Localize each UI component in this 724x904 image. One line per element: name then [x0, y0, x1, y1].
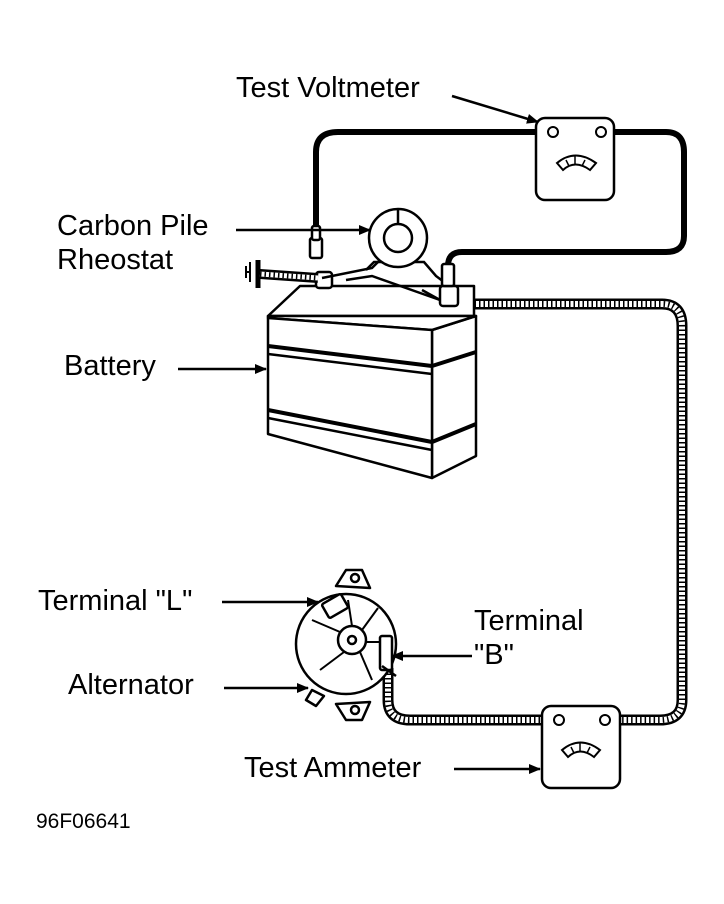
alternator-label: Alternator [68, 669, 194, 701]
ground-cable [245, 260, 319, 288]
test-ammeter-label: Test Ammeter [244, 752, 422, 784]
battery-icon [266, 270, 478, 480]
voltmeter-icon [534, 116, 616, 202]
voltmeter-lead-right [445, 129, 687, 281]
carbon-pile-rheostat-icon [308, 207, 456, 302]
battery-label: Battery [64, 350, 156, 382]
test-voltmeter-label: Test Voltmeter [236, 72, 420, 104]
voltmeter-leader [451, 94, 539, 124]
ammeter-icon [540, 704, 622, 790]
terminal-l-label: Terminal "L" [38, 585, 193, 617]
figure-code: 96F06641 [36, 810, 131, 833]
carbon-pile-label: Carbon Pile [57, 210, 209, 242]
terminal-b-quote-label: "B" [474, 639, 514, 671]
alternator-icon [294, 568, 398, 722]
terminal-b-label: Terminal [474, 605, 584, 637]
rheostat-label: Rheostat [57, 244, 174, 276]
ammeter-cable [382, 298, 688, 726]
voltmeter-lead-left [313, 129, 556, 231]
